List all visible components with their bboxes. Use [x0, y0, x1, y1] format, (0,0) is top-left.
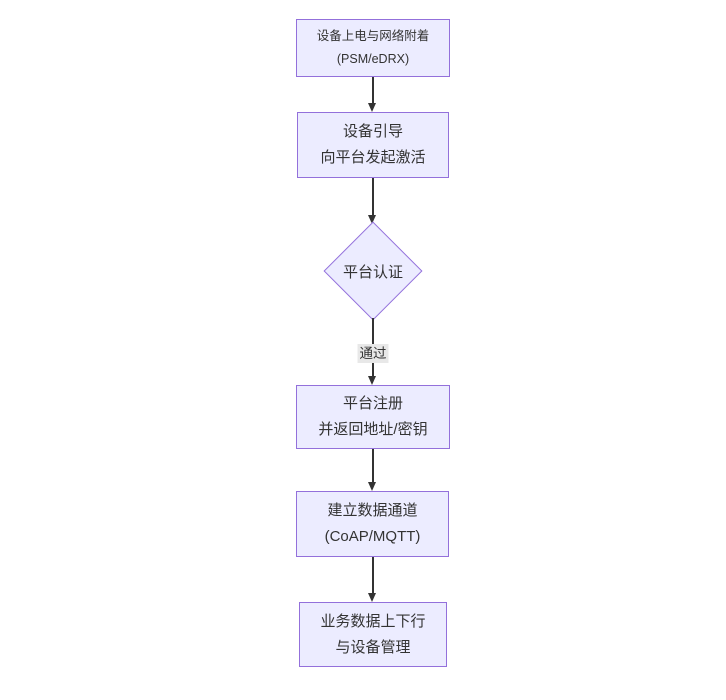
connector-arrow-2 — [368, 178, 378, 224]
node-label-line: 建立数据通道 — [327, 502, 418, 519]
node-label-line: 业务数据上下行 — [320, 612, 426, 630]
node-label-line: 平台注册 — [342, 395, 403, 412]
node-label-line: 设备引导 — [342, 123, 403, 140]
node-label-line: 向平台发起激活 — [320, 149, 426, 166]
connector-line — [372, 77, 374, 104]
edge-label-pass: 通过 — [357, 344, 389, 363]
connector-arrow-5 — [368, 557, 378, 602]
connector-line — [372, 449, 374, 483]
connector-line — [372, 557, 374, 594]
node-register: 平台注册 并返回地址/密钥 — [296, 385, 450, 449]
arrowhead-icon — [368, 376, 377, 385]
node-power-attach: 设备上电与网络附着 (PSM/eDRX) — [296, 19, 450, 77]
connector-arrow-1 — [368, 77, 378, 112]
connector-line — [372, 178, 374, 216]
node-label-line: 平台认证 — [342, 263, 403, 281]
node-label-line: 并返回地址/密钥 — [318, 421, 428, 438]
arrowhead-icon — [368, 215, 377, 224]
node-label-line: (CoAP/MQTT) — [324, 528, 421, 545]
arrowhead-icon — [368, 593, 377, 602]
node-channel: 建立数据通道 (CoAP/MQTT) — [296, 491, 449, 557]
node-auth-decision: 平台认证 — [323, 221, 423, 321]
connector-arrow-4 — [368, 449, 378, 491]
node-business: 业务数据上下行 与设备管理 — [299, 602, 447, 667]
arrowhead-icon — [368, 103, 377, 112]
node-label-line: 与设备管理 — [335, 638, 411, 656]
arrowhead-icon — [368, 482, 377, 491]
node-label-line: 设备上电与网络附着 — [316, 29, 430, 43]
node-label-line: (PSM/eDRX) — [336, 52, 410, 66]
node-bootstrap: 设备引导 向平台发起激活 — [297, 112, 449, 178]
